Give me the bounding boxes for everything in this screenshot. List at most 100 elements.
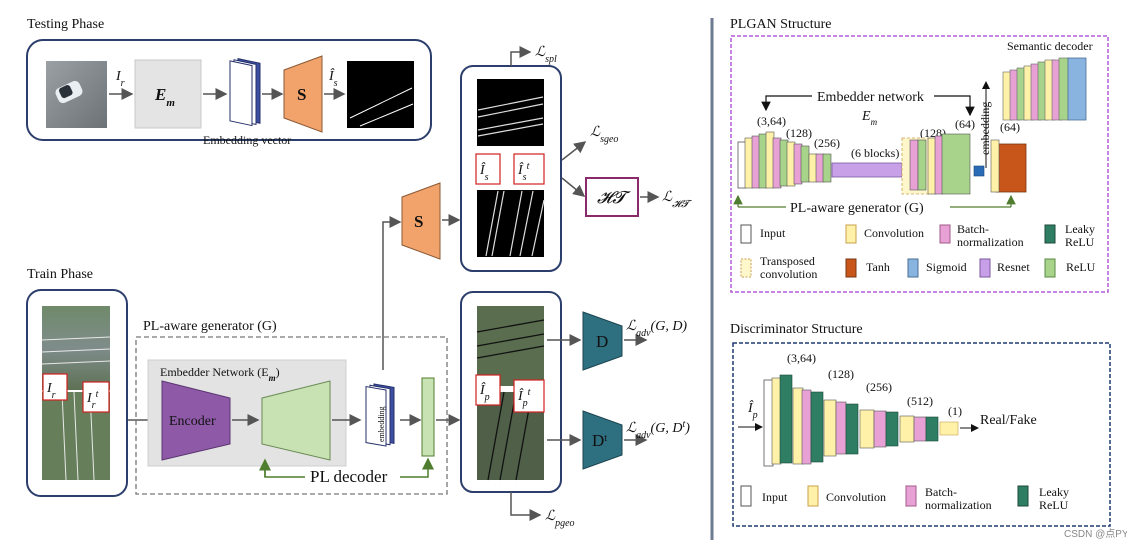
pred-ipt-label: Îpt [517,387,531,409]
em-block-label: Em [154,85,175,109]
semantic-mask-bottom [477,190,545,257]
svg-text:ReLU: ReLU [1065,235,1095,249]
svg-text:convolution: convolution [760,267,817,281]
svg-text:Transposed: Transposed [760,254,815,268]
legend-transposed: Transposed convolution [740,254,817,281]
arrow-embedding-to-s [382,216,402,370]
pl-aware-generator-label-right: PL-aware generator (G) [790,201,924,216]
real-fake-label: Real/Fake [980,413,1037,428]
train-irt-box [82,381,110,413]
svg-text:Sigmoid: Sigmoid [926,260,967,274]
disc-legend-leaky-relu: Leaky ReLU [1017,485,1069,512]
test-s-block [283,55,323,133]
arrow-to-ht [561,177,586,197]
embedding-vector-label: Embedding vector [203,133,291,147]
d-label: D [596,332,608,351]
semantic-decoder-stack [1002,57,1087,121]
pred-is-label: Îs [479,161,489,183]
dt-block [582,410,623,470]
train-irt-label: Irt [86,389,99,411]
watermark: CSDN @点PY [1064,528,1127,540]
test-output-mask [347,61,414,128]
d-block [582,311,623,371]
legend-input: Input [740,224,786,244]
dim-256: (256) [814,136,840,150]
loss-spl: ℒspl [535,45,557,65]
train-input-panel [26,289,128,497]
disc-dim-3-64: (3,64) [787,351,816,365]
disc-legend-convolution: Convolution [807,485,886,507]
pred-ipt-box [513,379,545,413]
loss-adv-d: ℒadv(G, D) [626,319,687,339]
legend-tanh: Tanh [845,258,890,278]
pl-decoder-feedback-right [400,457,434,478]
decoder-block [261,380,331,461]
disc-dim-256: (256) [866,380,892,394]
disc-dim-128: (128) [828,367,854,381]
dim-64a: (64) [955,117,975,131]
loss-ht: ℒ𝓗𝓣 [662,190,692,210]
arrow-to-loss-spl [510,46,532,66]
svg-text:Convolution: Convolution [864,226,924,240]
train-ir-box [42,373,68,401]
plgan-panel [730,35,1109,293]
embedder-network-label-right: Embedder network [817,90,924,105]
disc-legend-batchnorm: Batch- normalization [905,485,992,512]
disc-legend-input: Input [740,485,788,507]
svg-text:Resnet: Resnet [997,260,1030,274]
discriminator-layers [763,374,959,467]
em-label-right: Em [861,109,878,127]
pl-decoder-feedback-left [264,470,305,478]
train-s-block [401,182,441,260]
svg-text:normalization: normalization [925,498,992,512]
disc-title: Discriminator Structure [730,322,863,337]
legend-sigmoid: Sigmoid [907,258,967,278]
embedding-rot-label: embedding [978,102,992,155]
disc-input-label: Îp [747,399,758,421]
svg-text:Convolution: Convolution [826,490,886,504]
pred-ip-box [475,374,501,406]
pred-ist-label: Îst [517,161,530,183]
train-s-label: S [414,212,423,231]
encoder-label: Encoder [169,414,216,429]
legend-convolution: Convolution [845,224,924,244]
svg-text:ReLU: ReLU [1066,260,1096,274]
embedder-bracket-right [934,95,975,117]
pl-aware-generator-title: PL-aware generator (G) [143,319,277,334]
semantic-mask-top [477,79,544,146]
svg-text:ReLU: ReLU [1039,498,1069,512]
six-blocks: (6 blocks) [851,146,899,160]
svg-text:Leaky: Leaky [1065,222,1095,236]
dim-3-64: (3,64) [757,114,786,128]
ht-block [585,177,639,217]
dt-label: Dt [592,431,607,450]
testing-phase-title: Testing Phase [27,17,104,32]
arrow-to-loss-pgeo [510,492,542,521]
embedding-stack-train [365,383,395,447]
svg-text:Leaky: Leaky [1039,485,1069,499]
encoder-block [161,380,231,461]
pl-output-aerial-top [476,306,545,386]
loss-sgeo: ℒsgeo [590,125,618,145]
train-phase-title: Train Phase [27,267,93,282]
embedder-bracket-left [761,95,812,112]
svg-text:Batch-: Batch- [925,485,957,499]
pred-ip-label: Îp [479,381,490,403]
em-block [134,59,202,129]
legend-batchnorm: Batch- normalization [939,222,1024,249]
svg-text:Input: Input [760,226,786,240]
ht-block-label: 𝓗𝓣 [597,188,631,207]
pl-decoder-bar [421,377,435,457]
semantic-decoder-label: Semantic decoder [1007,39,1093,53]
svg-text:Input: Input [762,490,788,504]
legend-relu: ReLU [1044,258,1096,278]
loss-adv-dt: ℒadv(G, Dt) [626,419,690,441]
disc-dim-1: (1) [948,404,962,418]
pl-decoder-label: PL decoder [310,467,388,486]
test-input-image [46,61,107,128]
test-s-label: S [297,85,306,104]
legend-resnet: Resnet [979,258,1030,278]
embedding-vector-stack [229,57,261,127]
embedding-small-label: embedding [377,406,386,442]
generator-layers [737,131,1027,195]
